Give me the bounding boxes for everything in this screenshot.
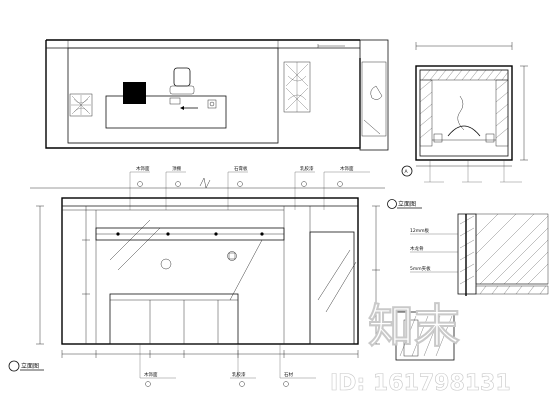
watermark-id: ID: 161798131: [330, 371, 511, 396]
section-detail: A: [401, 42, 528, 183]
elevation-view: 木饰面 顶棚 石膏板 乳胶漆 木饰面: [8, 165, 422, 387]
detail-callout-3: 5mm夹板: [410, 265, 431, 272]
plan-view: [45, 39, 389, 151]
wall-detail: 12mm板 木龙骨 5mm夹板: [395, 213, 549, 361]
detail-callout-1: 12mm板: [410, 227, 429, 234]
plant-icon: [283, 61, 311, 113]
callout-top-3: 石膏板: [234, 165, 248, 172]
section-tag: A: [405, 169, 409, 175]
callout-top-2: 顶棚: [172, 165, 181, 172]
callout-bottom-2: 乳胶漆: [232, 371, 246, 378]
callout-bottom-3: 石材: [284, 371, 293, 378]
callout-top-4: 乳胶漆: [300, 165, 314, 172]
callout-top-1: 木饰面: [136, 165, 150, 172]
callout-top-5: 木饰面: [340, 165, 354, 172]
plant-icon: [69, 93, 93, 117]
callout-bottom-1: 木饰面: [144, 371, 158, 378]
elevation-title-top: 立面图: [398, 200, 416, 208]
detail-callout-2: 木龙骨: [410, 245, 424, 252]
elevation-title-bottom: 立面图: [21, 362, 39, 370]
watermark-brand: 知末: [368, 299, 460, 353]
black-cabinet: [123, 82, 146, 104]
watermark: 知末 ID: 161798131: [330, 299, 511, 397]
